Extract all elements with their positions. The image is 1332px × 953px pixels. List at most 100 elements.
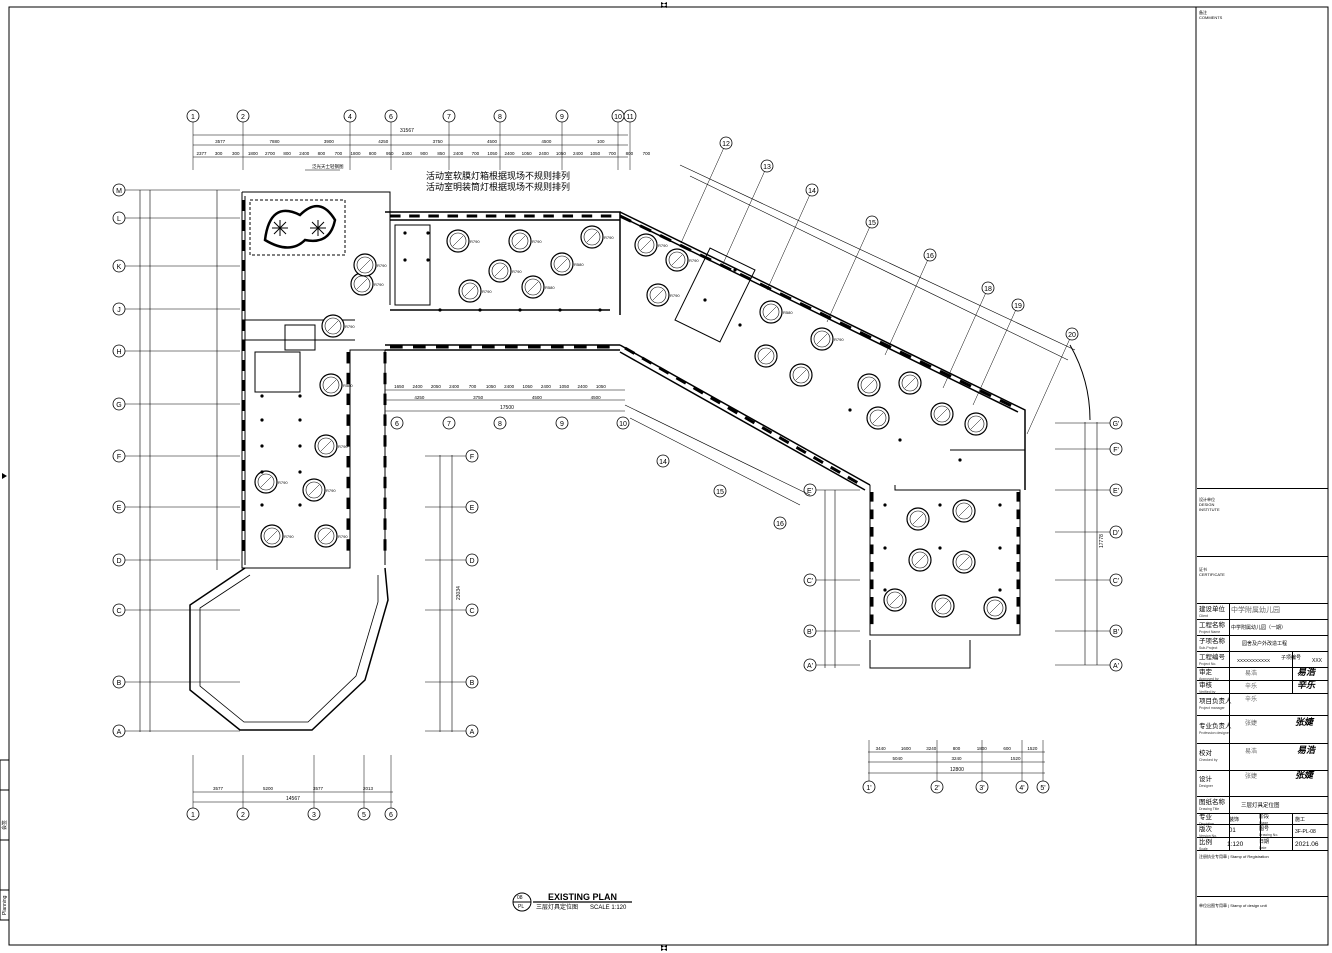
downlight-fixture: R790 <box>314 524 348 548</box>
grid-bubble-row: E <box>112 500 240 514</box>
grid-bubble-mid-bottom-label: 7 <box>447 421 451 428</box>
dim-label: 2400 <box>299 151 310 156</box>
lamp-label: R790 <box>670 293 680 298</box>
grid-bubble-row-label: G <box>116 402 121 409</box>
dim-label: 1050 <box>522 151 533 156</box>
dim-label: 850 <box>437 151 445 156</box>
dim-label: 100 <box>597 139 605 144</box>
wall-segment <box>847 475 859 484</box>
scale-value: 1:120 <box>1227 841 1244 848</box>
grid-bubble-mid-bottom: 7 <box>442 416 456 430</box>
lamp-label: R790 <box>658 243 668 248</box>
wall-right-block <box>869 449 1025 669</box>
drawing-title: EXISTING PLAN <box>548 892 617 902</box>
grid-bubble-top: 1 <box>186 109 200 170</box>
grid-bubble-row: G <box>112 397 240 411</box>
grid-bubble-top: 8 <box>493 109 507 170</box>
dim-top-total: 31567 <box>400 128 414 134</box>
dim-label: 600 <box>1003 746 1011 751</box>
point-light <box>298 470 302 474</box>
grid-bubble-diagonal-low: 14 <box>656 454 670 468</box>
downlight-fixture: R790 <box>580 225 614 249</box>
lamp-label: R790 <box>338 534 348 539</box>
point-light <box>478 308 482 312</box>
reg-stamp: 注册执业专用章 | Stamp of Registration <box>1199 854 1269 859</box>
note-2: 活动室明装筒灯根据现场不规则排列 <box>426 183 571 193</box>
title-tag-bottom: PL <box>518 904 524 910</box>
dim-label: 2400 <box>577 384 588 389</box>
grid-bubble-mid-bottom: 6 <box>390 416 404 430</box>
grid-bubble-bottom: 1 <box>186 755 200 821</box>
downlight-fixture: R790 <box>350 272 384 296</box>
center-mark-left <box>2 473 7 479</box>
dim-label: 300 <box>215 151 223 156</box>
dim-label: 800 <box>953 746 961 751</box>
pm-value: 辛乐 <box>1245 697 1258 703</box>
downlight-fixture <box>908 548 932 572</box>
downlight-fixture: R580 <box>521 275 555 299</box>
downlight-fixture <box>931 594 955 618</box>
tb-sep-stamp <box>1197 896 1328 897</box>
dim-label: 1800 <box>977 746 988 751</box>
title-tag-top: 08 <box>517 895 523 901</box>
wall-segment <box>639 224 652 233</box>
grid-bubble-row-right-left-label: B' <box>807 629 813 636</box>
grid-bubble-row-right-left-label: E' <box>807 488 813 495</box>
lamp-label: R580 <box>343 383 353 388</box>
grid-bubble-row-label: B <box>117 680 122 687</box>
grid-bubble-row-right-left-label: A' <box>807 663 813 670</box>
drawing-subtitle: 三层灯具定位图 <box>536 903 578 911</box>
dim-label: 1600 <box>901 746 912 751</box>
dim-bottom-right-total: 12800 <box>950 767 964 773</box>
dim-label: 2400 <box>541 384 552 389</box>
grid-bubble-row-right-label: B' <box>1113 629 1119 636</box>
grid-bubble-row-label: A <box>117 729 122 736</box>
dim-label: 2400 <box>539 151 550 156</box>
soft-film-light-box <box>263 205 337 249</box>
grid-bubble-diagonal-low-label: 14 <box>659 459 667 466</box>
grid-bubble-mid-bottom-label: 8 <box>498 421 502 428</box>
point-light <box>938 546 942 550</box>
wall-segment <box>692 386 704 395</box>
downlight-fixture <box>952 550 976 574</box>
grid-bubble-row: L <box>112 211 240 225</box>
dim-label: 950 <box>386 151 394 156</box>
grid-bubble-top-label: 8 <box>498 114 502 121</box>
approved-value: 易浩 <box>1245 671 1258 677</box>
verified-signature: 辛乐 <box>1297 681 1316 691</box>
dim-label: 3577 <box>313 786 324 791</box>
dim-bottom-left-total: 14567 <box>286 796 300 802</box>
downlight-fixture: R790 <box>665 248 699 272</box>
lamp-label: R790 <box>689 258 699 263</box>
lamp-label: R790 <box>532 239 542 244</box>
grid-bubble-bottom-label: 2 <box>241 812 245 819</box>
wall-segment <box>624 346 636 355</box>
grid-bubble-diagonal: 14 <box>766 183 819 291</box>
dim-label: 3240 <box>926 746 937 751</box>
wall-segment <box>919 360 932 369</box>
grid-bubble-row-mid-label: B <box>470 680 475 687</box>
tb-sep-design <box>1197 488 1328 489</box>
grid-bubble-row-right-label: C' <box>1113 578 1119 585</box>
point-light <box>260 394 264 398</box>
octagon-outer <box>189 567 389 731</box>
dim-label: 700 <box>643 151 651 156</box>
dim-label: 3900 <box>324 139 335 144</box>
wall-segment <box>779 292 792 301</box>
point-light <box>298 503 302 507</box>
wall-segment <box>719 263 732 272</box>
point-light <box>938 503 942 507</box>
dim-left-total: 23034 <box>456 586 462 600</box>
grid-bubble-row-right: G' <box>1055 416 1123 430</box>
point-light <box>403 258 407 262</box>
downlight-fixture <box>906 507 930 531</box>
top-note: 泛光天士轻钢图 <box>312 163 344 170</box>
grid-bubble-diagonal-label: 16 <box>926 253 934 260</box>
